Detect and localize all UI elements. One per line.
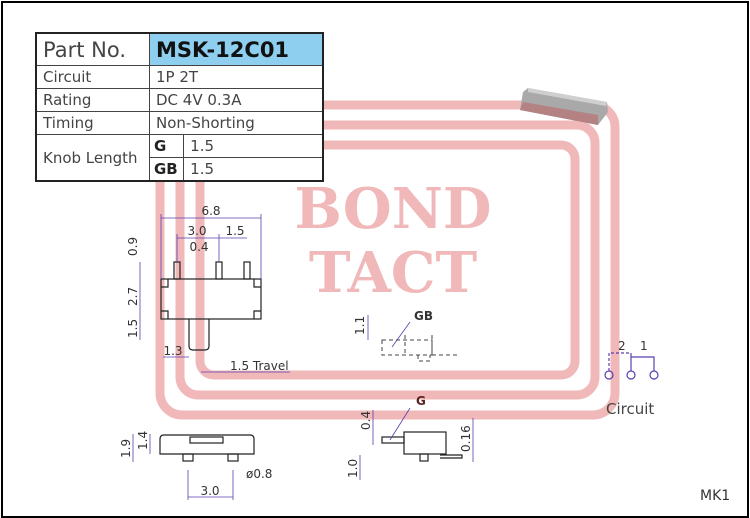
g-view-dimensions (359, 407, 474, 480)
knob-length-label: Knob Length (35, 134, 150, 182)
spec-row: Knob Length G 1.5 (35, 134, 324, 182)
g-view-drawing (381, 431, 463, 462)
circuit-label: Circuit (606, 400, 654, 418)
dim-width: 6.8 (201, 204, 220, 218)
watermark (155, 100, 620, 420)
spec-row: Timing Non-Shorting (35, 111, 324, 135)
spec-header-row: Part No. MSK-12C01 (35, 32, 324, 66)
gb-leader (391, 321, 411, 348)
gb-label: GB (414, 309, 433, 323)
spec-label: Timing (35, 111, 150, 135)
watermark-line1: BOND (295, 176, 492, 242)
g-dim-standoff: 1.0 (346, 459, 360, 478)
watermark-frame-mid (175, 120, 600, 400)
dim-pin-pitch: 3.0 (200, 484, 219, 498)
product-photo (520, 88, 608, 125)
spec-value: 1P 2T (149, 65, 324, 89)
watermark-line2: TACT (309, 240, 478, 306)
watermark-frame-inner (195, 140, 580, 380)
spec-row: Circuit 1P 2T (35, 65, 324, 89)
dim-body-height: 2.7 (126, 287, 140, 306)
dim-travel: 1.5 Travel (230, 359, 289, 373)
dim-body-height-front: 1.4 (136, 431, 150, 450)
spec-table: Part No. MSK-12C01 Circuit 1P 2T Rating … (35, 32, 324, 182)
dim-total-height: 1.9 (119, 439, 133, 458)
spec-row: GB 1.5 (36, 157, 324, 182)
dim-pitch: 3.0 (187, 224, 206, 238)
circuit-pin1: 1 (640, 339, 648, 353)
g-dim-terminal: 0.16 (459, 425, 473, 452)
spec-label: Circuit (35, 65, 150, 89)
knob-variant-value: 1.5 (183, 134, 324, 158)
circuit-diagram (604, 352, 659, 380)
g-label: G (416, 394, 426, 408)
dim-pitch2: 1.5 (225, 224, 244, 238)
dim-pin-width: 0.4 (189, 240, 208, 254)
top-view-dimensions (139, 214, 290, 373)
dim-pin-dia: ø0.8 (246, 467, 272, 481)
front-view-dimensions (132, 434, 234, 500)
gb-dim: 1.1 (353, 316, 367, 335)
knob-variant-code: GB (148, 157, 185, 182)
spec-value: DC 4V 0.3A (149, 88, 324, 112)
dim-knob-offset: 1.3 (163, 344, 182, 358)
dim-knob-height: 1.5 (126, 319, 140, 338)
knob-variant-value: 1.5 (183, 157, 324, 182)
spec-row: Rating DC 4V 0.3A (35, 88, 324, 112)
front-view-drawing (159, 434, 255, 462)
spec-label: Rating (35, 88, 150, 112)
spec-value: Non-Shorting (149, 111, 324, 135)
watermark-frame-outer (155, 100, 620, 420)
circuit-pin2: 2 (618, 339, 626, 353)
gb-view-drawing (381, 335, 460, 362)
dim-pin-height: 0.9 (126, 237, 140, 256)
knob-variant-code: G (148, 134, 185, 158)
part-no-label: Part No. (35, 32, 150, 66)
footer-code: MK1 (700, 488, 730, 504)
g-dim-knob: 0.4 (359, 411, 373, 430)
part-no-value: MSK-12C01 (149, 32, 324, 66)
